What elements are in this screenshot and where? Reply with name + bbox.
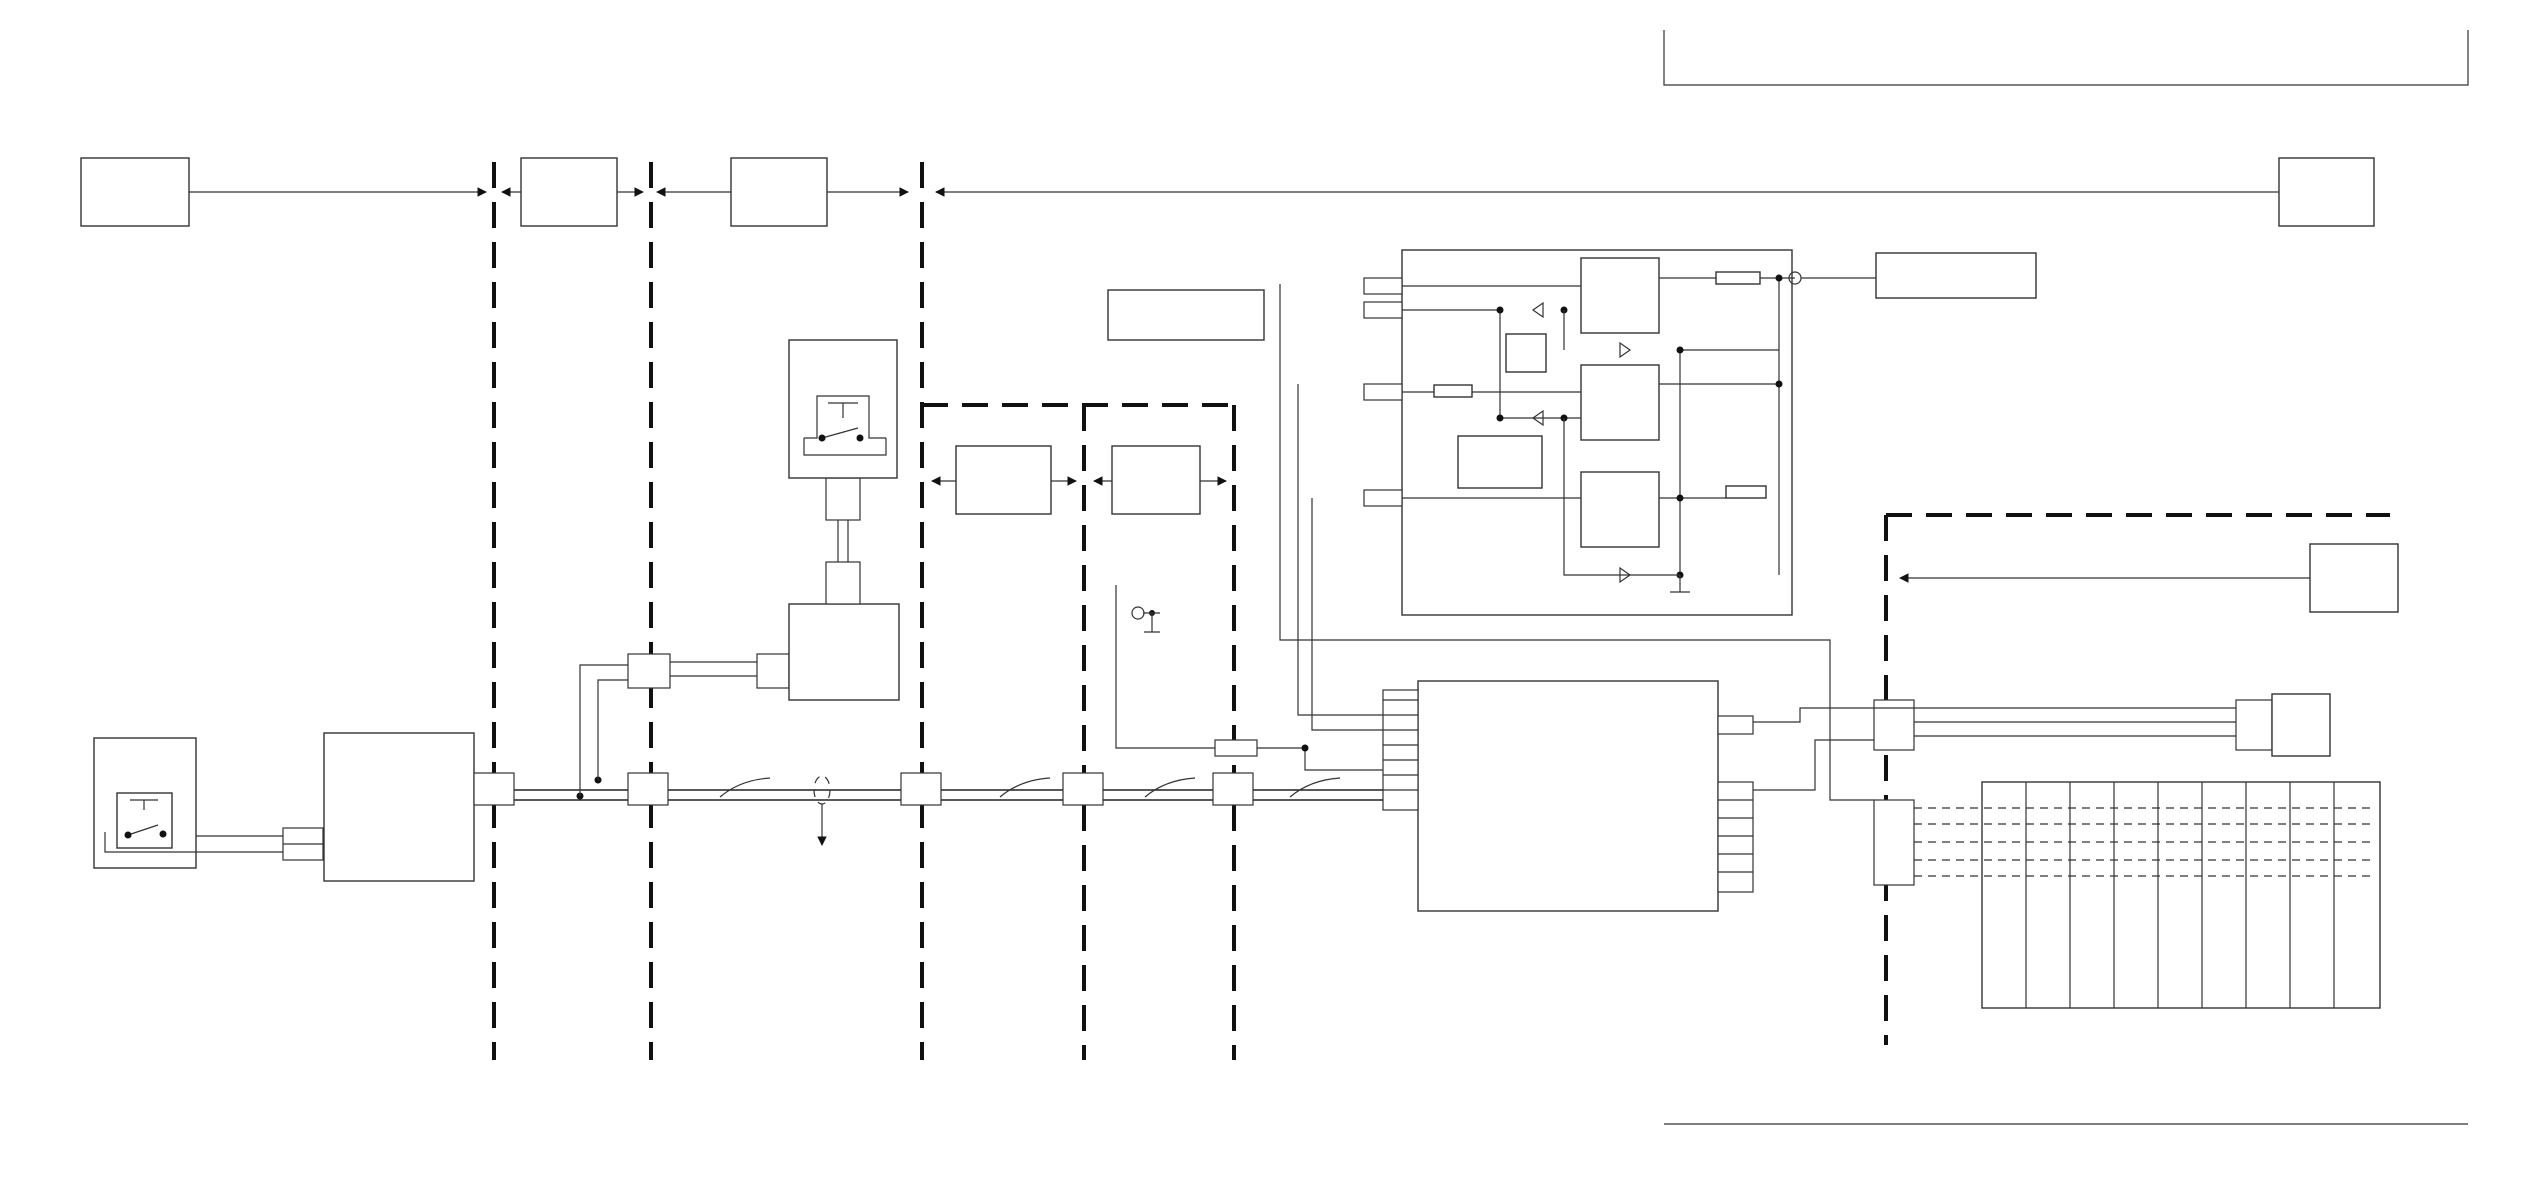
module-box-d — [2278, 157, 2375, 227]
main-bus — [473, 772, 1410, 846]
external-box-1 — [1107, 289, 1265, 341]
module-box-a — [80, 157, 190, 227]
title-block-top — [1663, 30, 2469, 86]
left-switch-module — [93, 737, 283, 869]
module-box-c — [730, 157, 828, 227]
zone-modules — [931, 445, 1227, 515]
relay-module — [1363, 249, 1876, 616]
control-unit — [323, 732, 475, 882]
central-ecu — [1279, 284, 1874, 912]
module-box-e — [955, 445, 1052, 515]
right-grid-panel — [1914, 781, 2381, 1009]
right-connectors — [1753, 543, 2399, 886]
module-box-b — [520, 157, 618, 227]
ground-connector — [1115, 585, 1383, 771]
upper-branch — [579, 339, 900, 796]
zone-separators — [492, 162, 2390, 1060]
top-bus — [80, 157, 2375, 227]
module-box-f — [1111, 445, 1201, 515]
external-box-2 — [1875, 252, 2037, 299]
module-box-g — [2309, 543, 2399, 613]
